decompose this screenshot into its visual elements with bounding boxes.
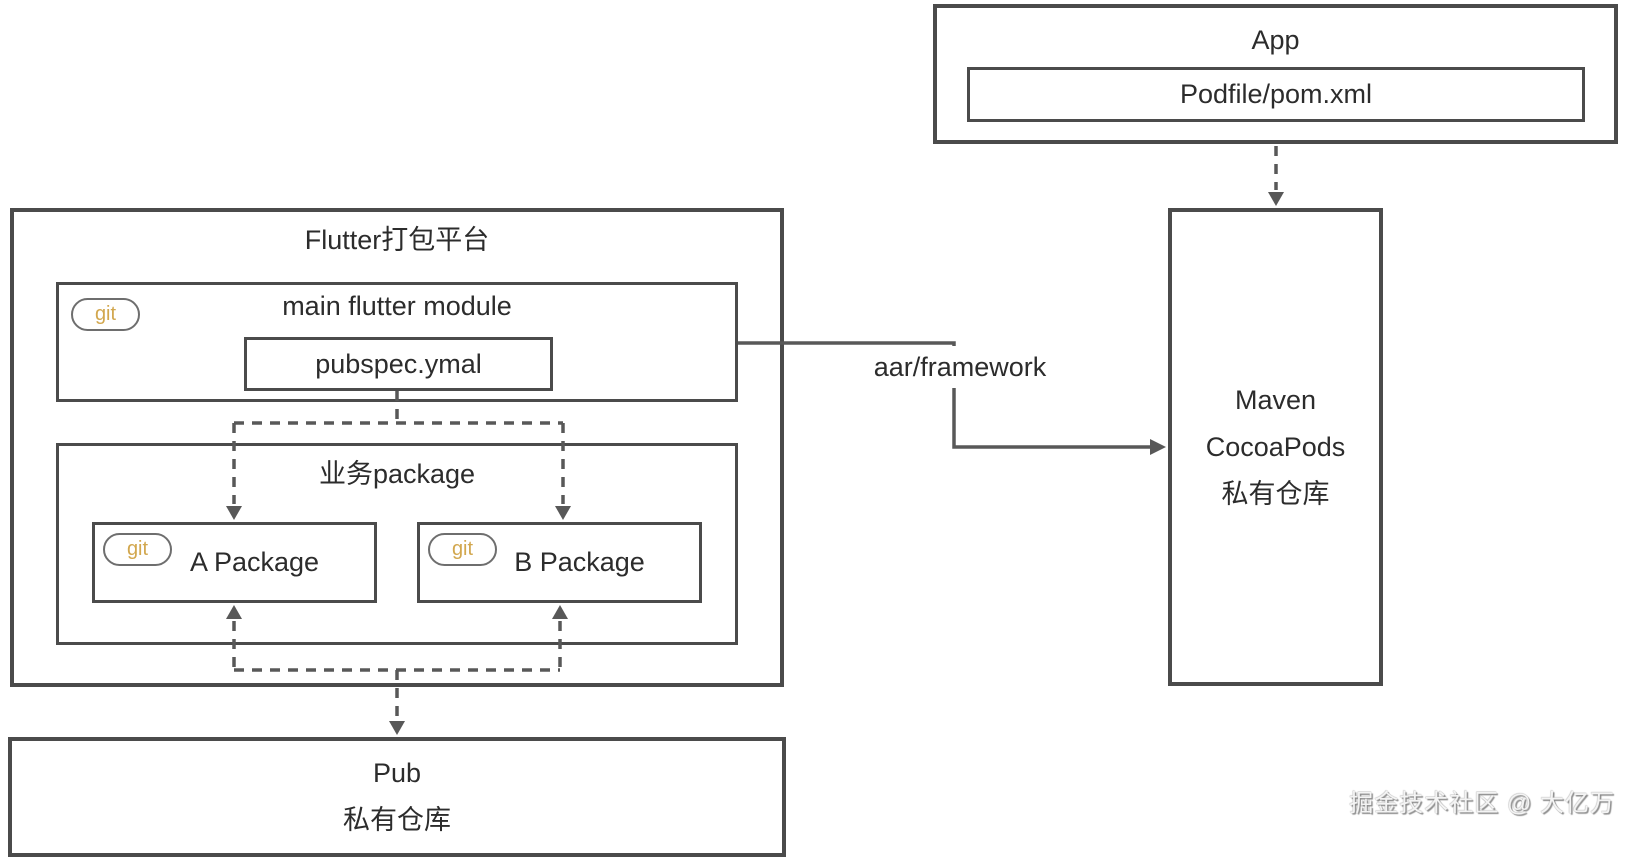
package-a-label: A Package: [189, 547, 320, 577]
pub-repo-line: 私有仓库: [343, 805, 451, 835]
app-title: App: [1251, 25, 1300, 55]
package-b-label: B Package: [514, 547, 645, 577]
aar-framework-label: aar/framework: [858, 346, 1062, 388]
podfile-label: Podfile/pom.xml: [1179, 79, 1373, 109]
flutter-platform-title: Flutter打包平台: [304, 225, 490, 255]
app-box: App Podfile/pom.xml: [933, 4, 1618, 144]
pub-repo-box: Pub 私有仓库: [8, 737, 786, 857]
main-module-title: main flutter module: [282, 291, 512, 321]
maven-repo-labels: Maven CocoaPods 私有仓库: [1172, 212, 1379, 682]
edge-app-to-maven: [1268, 146, 1284, 206]
watermark: 掘金技术社区 @ 大亿万: [1349, 790, 1615, 817]
git-badge: git: [428, 533, 497, 566]
git-badge: git: [103, 533, 172, 566]
git-badge: git: [71, 298, 140, 331]
pubspec-label: pubspec.ymal: [315, 348, 482, 379]
pub-repo-line: Pub: [372, 758, 422, 788]
main-module-box: git main flutter module pubspec.ymal: [56, 282, 738, 402]
package-a-box: git A Package: [92, 522, 377, 603]
maven-repo-line: CocoaPods: [1205, 431, 1346, 462]
maven-repo-line: 私有仓库: [1221, 478, 1330, 509]
maven-repo-line: Maven: [1234, 384, 1317, 415]
biz-package-title: 业务package: [318, 459, 476, 489]
maven-repo-box: Maven CocoaPods 私有仓库: [1168, 208, 1383, 686]
package-b-box: git B Package: [417, 522, 702, 603]
pubspec-box: pubspec.ymal: [244, 337, 553, 391]
podfile-box: Podfile/pom.xml: [967, 67, 1585, 122]
pub-repo-labels: Pub 私有仓库: [12, 741, 782, 853]
